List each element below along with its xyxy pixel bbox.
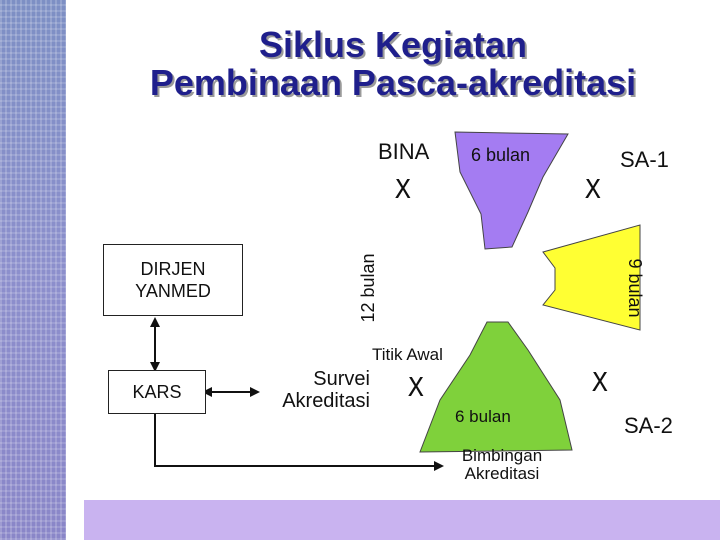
survei-line1: Survei [313, 368, 370, 390]
sector-6-bulan-green [419, 321, 573, 453]
bottom-band [84, 500, 720, 540]
titik-awal-label: Titik Awal [372, 345, 443, 364]
kars-box: KARS [108, 370, 206, 414]
six-bulan-top-label: 6 bulan [471, 145, 531, 165]
kars-label: KARS [132, 382, 182, 402]
bimbingan-line2: Akreditasi [464, 464, 540, 483]
sector-6-bulan-purple [454, 131, 569, 250]
nine-bulan-label: 9 bulan [625, 258, 645, 318]
sa1-label: SA-1 [620, 147, 669, 172]
x-mark: X [395, 175, 411, 205]
twelve-bulan-label: 12 bulan [358, 253, 378, 323]
sa2-label: SA-2 [624, 413, 673, 438]
sidebar-pattern [0, 0, 66, 540]
x-mark: X [408, 373, 424, 403]
bimbingan-line1: Bimbingan [461, 446, 543, 465]
dirjen-line2: YANMED [135, 281, 211, 301]
arrow-kars-bimbingan [154, 410, 444, 471]
title-line2: Pembinaan Pasca-akreditasi [149, 62, 637, 103]
survei-line2: Akreditasi [282, 390, 370, 412]
bimbingan-akreditasi-label: Bimbingan Akreditasi [446, 447, 558, 483]
dirjen-line1: DIRJEN [140, 259, 206, 279]
sector-9-bulan-yellow [542, 224, 641, 331]
bina-label: BINA [378, 139, 430, 164]
survei-akreditasi-label: Survei Akreditasi [252, 368, 370, 412]
x-mark: X [592, 368, 608, 398]
dirjen-yanmed-box: DIRJEN YANMED [103, 244, 243, 316]
x-mark: X [585, 175, 601, 205]
six-bulan-bottom-label: 6 bulan [455, 407, 511, 426]
title-line1: Siklus Kegiatan [258, 24, 528, 65]
